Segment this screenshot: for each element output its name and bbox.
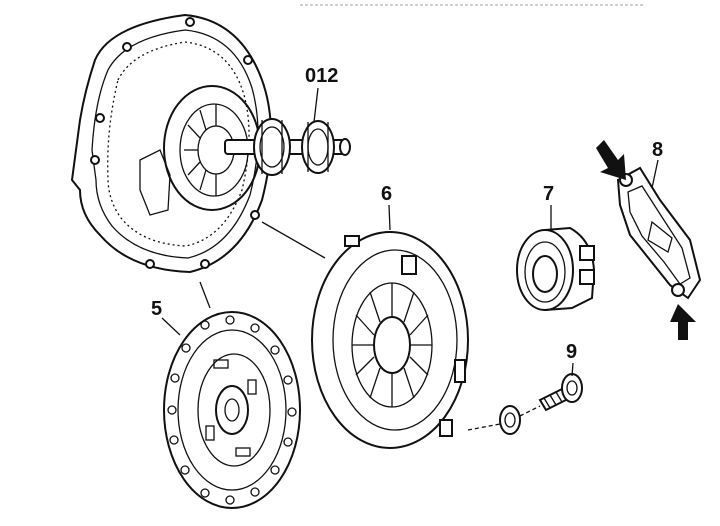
callout-7: 7 bbox=[543, 183, 555, 205]
callout-8: 8 bbox=[652, 139, 664, 161]
ring-gear-teeth bbox=[107, 41, 250, 247]
clutch-disc-icon bbox=[161, 311, 301, 509]
assembly-line-b bbox=[199, 281, 211, 309]
shaft-gear-teeth bbox=[261, 120, 329, 174]
release-fork-icon bbox=[616, 159, 702, 300]
leader-line-8 bbox=[651, 159, 659, 189]
leader-line-5 bbox=[161, 317, 181, 336]
disc-lining-holes bbox=[167, 315, 297, 505]
leader-line-9 bbox=[571, 362, 574, 377]
down-arrow-icon bbox=[596, 140, 626, 180]
callout-012: 012 bbox=[305, 65, 339, 87]
callout-9: 9 bbox=[566, 341, 578, 363]
washer-icon bbox=[499, 405, 521, 435]
bolt-icon bbox=[538, 362, 583, 412]
gearbox-input-shaft-icon bbox=[224, 87, 351, 176]
pressure-plate-icon bbox=[311, 204, 469, 449]
diaphragm-fingers bbox=[352, 283, 432, 407]
leader-line-6 bbox=[388, 204, 391, 231]
assembly-line-a bbox=[261, 221, 326, 259]
hub-spokes bbox=[184, 104, 217, 196]
cover-clips bbox=[344, 235, 466, 437]
up-arrow-icon bbox=[670, 304, 696, 340]
assembly-line-c bbox=[519, 405, 541, 417]
callout-5: 5 bbox=[151, 298, 163, 320]
damper-springs bbox=[205, 359, 257, 457]
release-bearing-icon bbox=[516, 205, 596, 311]
assembly-line-d bbox=[467, 423, 501, 431]
leader-line-012 bbox=[313, 87, 319, 123]
callout-6: 6 bbox=[381, 183, 393, 205]
